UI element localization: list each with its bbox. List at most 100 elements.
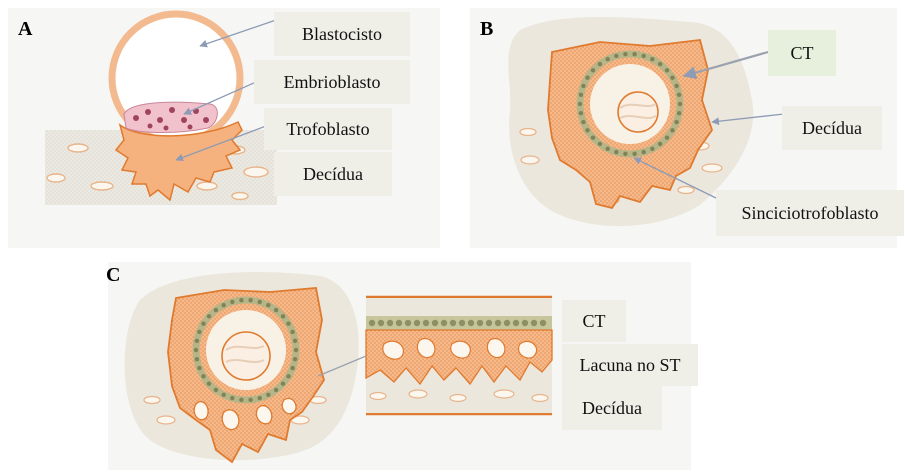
- cytotrophoblast-cell: [540, 320, 546, 326]
- cytotrophoblast-cell: [614, 150, 618, 154]
- label-ct-c: CT: [562, 300, 626, 342]
- label-decidua-a: Decídua: [274, 152, 392, 196]
- cytotrophoblast-cell: [195, 339, 199, 343]
- cytotrophoblast-cell: [441, 320, 447, 326]
- panel-c-letter: C: [106, 264, 120, 287]
- label-trofoblasto: Trofoblasto: [264, 108, 392, 150]
- cytotrophoblast-cell: [665, 68, 669, 72]
- cytotrophoblast-cell: [266, 393, 270, 397]
- cytotrophoblast-cell: [281, 382, 285, 386]
- cytotrophoblast-cell: [201, 374, 205, 378]
- cytotrophoblast-cell: [606, 57, 610, 61]
- cytotrophoblast-cell: [579, 111, 583, 115]
- cytotrophoblast-cell: [290, 330, 294, 334]
- cytotrophoblast-cell: [258, 396, 262, 400]
- cytotrophoblast-cell: [650, 147, 654, 151]
- cytotrophoblast-cell: [222, 393, 226, 397]
- cytotrophoblast-cell: [632, 152, 636, 156]
- label-ct-b: CT: [768, 30, 836, 76]
- cytotrophoblast-cell: [294, 348, 298, 352]
- cytotrophoblast-cell: [405, 320, 411, 326]
- cytotrophoblast-cell: [642, 54, 646, 58]
- cytotrophoblast-cell: [266, 303, 270, 307]
- cytotrophoblast-cell: [674, 84, 678, 88]
- cytotrophoblast-cell: [239, 298, 243, 302]
- cytotrophoblast-cell: [591, 136, 595, 140]
- cytotrophoblast-cell: [459, 320, 465, 326]
- cytotrophoblast-cell: [598, 142, 602, 146]
- cytotrophoblast-cell: [248, 298, 252, 302]
- cytotrophoblast-cell: [581, 120, 585, 124]
- cytotrophoblast-cell: [531, 320, 537, 326]
- cytotrophoblast-cell: [286, 374, 290, 378]
- panel-a-drawing: [45, 14, 277, 205]
- cytotrophoblast-cell: [581, 84, 585, 88]
- cytotrophoblast-cell: [579, 93, 583, 97]
- cytotrophoblast-cell: [230, 300, 234, 304]
- cytotrophoblast-cell: [665, 136, 669, 140]
- cytotrophoblast-cell: [513, 320, 519, 326]
- cytotrophoblast-cell: [623, 52, 627, 56]
- cytotrophoblast-cell: [674, 120, 678, 124]
- label-blastocisto: Blastocisto: [274, 12, 410, 56]
- cytotrophoblast-cell: [670, 76, 674, 80]
- cytotrophoblast-cell: [293, 357, 297, 361]
- magnified-section: [366, 297, 552, 414]
- cytotrophoblast-cell: [495, 320, 501, 326]
- cytotrophoblast-cell: [248, 398, 252, 402]
- cytotrophoblast-cell: [658, 62, 662, 66]
- cytotrophoblast-cell: [650, 57, 654, 61]
- cytotrophoblast-cell: [632, 52, 636, 56]
- cytotrophoblast-cell: [194, 348, 198, 352]
- cytotrophoblast-cell: [281, 314, 285, 318]
- label-lacuna: Lacuna no ST: [562, 344, 698, 386]
- cytotrophoblast-cell: [197, 330, 201, 334]
- cytotrophoblast-cell: [293, 339, 297, 343]
- cytotrophoblast-cell: [623, 152, 627, 156]
- cytotrophoblast-cell: [658, 142, 662, 146]
- cytotrophoblast-cell: [214, 308, 218, 312]
- cytotrophoblast-cell: [678, 102, 682, 106]
- cytotrophoblast-cell: [414, 320, 420, 326]
- cytotrophoblast-cell: [477, 320, 483, 326]
- label-sinciciotrofoblasto: Sinciciotrofoblasto: [716, 190, 904, 236]
- cytotrophoblast-cell: [258, 300, 262, 304]
- cytotrophoblast-cell: [396, 320, 402, 326]
- cytotrophoblast-cell: [468, 320, 474, 326]
- cytotrophoblast-cell: [214, 388, 218, 392]
- cytotrophoblast-cell: [578, 102, 582, 106]
- cytotrophoblast-cell: [195, 357, 199, 361]
- cytotrophoblast-cell: [387, 320, 393, 326]
- panel-a-letter: A: [18, 18, 32, 41]
- cytotrophoblast-cell: [286, 322, 290, 326]
- cytotrophoblast-cell: [670, 128, 674, 132]
- cytotrophoblast-cell: [614, 54, 618, 58]
- cytotrophoblast-cell: [274, 388, 278, 392]
- cytotrophoblast-cell: [606, 147, 610, 151]
- cytotrophoblast-cell: [450, 320, 456, 326]
- panel-b-letter: B: [480, 18, 493, 41]
- cytotrophoblast-cell: [197, 366, 201, 370]
- cytotrophoblast-cell: [591, 68, 595, 72]
- cytotrophoblast-cell: [222, 303, 226, 307]
- cytotrophoblast-cell: [585, 76, 589, 80]
- cytotrophoblast-cell: [598, 62, 602, 66]
- cytotrophoblast-cell: [432, 320, 438, 326]
- cytotrophoblast-cell: [486, 320, 492, 326]
- label-embrioblasto: Embrioblasto: [254, 60, 410, 104]
- label-decidua-b: Decídua: [782, 106, 882, 150]
- cytotrophoblast-cell: [677, 93, 681, 97]
- cytotrophoblast-cell: [239, 398, 243, 402]
- cytotrophoblast-cell: [274, 308, 278, 312]
- cytotrophoblast-cell: [201, 322, 205, 326]
- cytotrophoblast-cell: [207, 382, 211, 386]
- cytotrophoblast-cell: [522, 320, 528, 326]
- embryo-c: [222, 332, 270, 380]
- cytotrophoblast-cell: [378, 320, 384, 326]
- cytotrophoblast-cell: [207, 314, 211, 318]
- cytotrophoblast-cell: [585, 128, 589, 132]
- cytotrophoblast-cell: [230, 396, 234, 400]
- cytotrophoblast-cell: [423, 320, 429, 326]
- cytotrophoblast-cell: [642, 150, 646, 154]
- embryo-b: [618, 92, 658, 132]
